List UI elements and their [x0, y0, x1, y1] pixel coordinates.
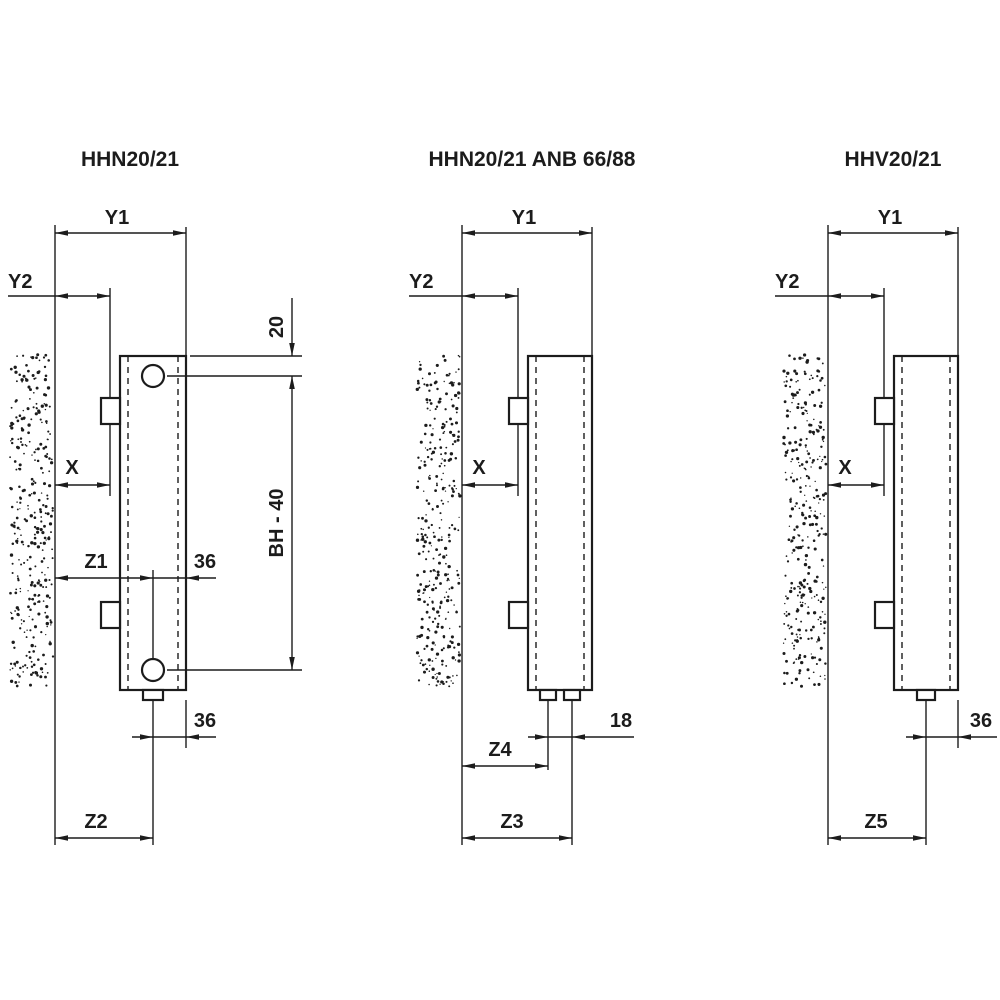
dim-y2-label: Y2: [8, 271, 32, 293]
dim-y2-label: Y2: [775, 271, 799, 293]
dim-36-mid-label: 36: [194, 551, 216, 573]
dim-y2-label: Y2: [409, 271, 433, 293]
dim-tapping-span-label: BH - 40: [266, 489, 288, 558]
bottom-tapping-circle: [140, 657, 166, 683]
dim-18-label: 18: [610, 710, 632, 732]
mounting-bracket-bottom: [99, 600, 122, 630]
wall-hatch: [9, 353, 55, 688]
bottom-connection-stub: [915, 688, 937, 702]
dim-y1-label: Y1: [105, 207, 129, 229]
dim-z4-label: Z4: [488, 739, 512, 761]
panel-hhv2021: HHV20/21 Y1 Y2 X 36 Z5: [775, 148, 997, 845]
dim-x-label: X: [472, 457, 486, 479]
dim-top-offset-label: 20: [266, 316, 288, 338]
dim-z5-label: Z5: [864, 811, 887, 833]
dim-36-label: 36: [970, 710, 992, 732]
radiator-body: [526, 354, 594, 692]
mounting-bracket-top: [507, 396, 530, 426]
dim-y1-label: Y1: [878, 207, 902, 229]
dim-z1-label: Z1: [84, 551, 107, 573]
mounting-bracket-bottom: [507, 600, 530, 630]
wall-hatch: [782, 353, 828, 688]
dim-z2-label: Z2: [84, 811, 107, 833]
dim-36-bottom-label: 36: [194, 710, 216, 732]
dim-x-label: X: [838, 457, 852, 479]
bottom-connection-stub: [141, 688, 165, 702]
bottom-connection-stub-left: [538, 688, 558, 702]
panel-hhn2021-anb6688: HHN20/21 ANB 66/88 Y1 Y2 X 18 Z4: [409, 148, 636, 845]
mounting-bracket-bottom: [873, 600, 896, 630]
panel-title: HHV20/21: [845, 148, 942, 171]
bottom-connection-stub-right: [562, 688, 582, 702]
radiator-body: [892, 354, 960, 692]
mounting-bracket-top: [99, 396, 122, 426]
top-tapping-circle: [140, 363, 166, 389]
panel-title: HHN20/21 ANB 66/88: [429, 148, 636, 171]
mounting-bracket-top: [873, 396, 896, 426]
panel-hhn2021: HHN20/21 Y1 Y2 X 20 BH - 40: [8, 148, 302, 845]
panel-title: HHN20/21: [81, 148, 179, 171]
dim-x-label: X: [65, 457, 79, 479]
dim-z3-label: Z3: [500, 811, 523, 833]
wall-hatch: [415, 354, 462, 688]
dim-y1-label: Y1: [512, 207, 536, 229]
